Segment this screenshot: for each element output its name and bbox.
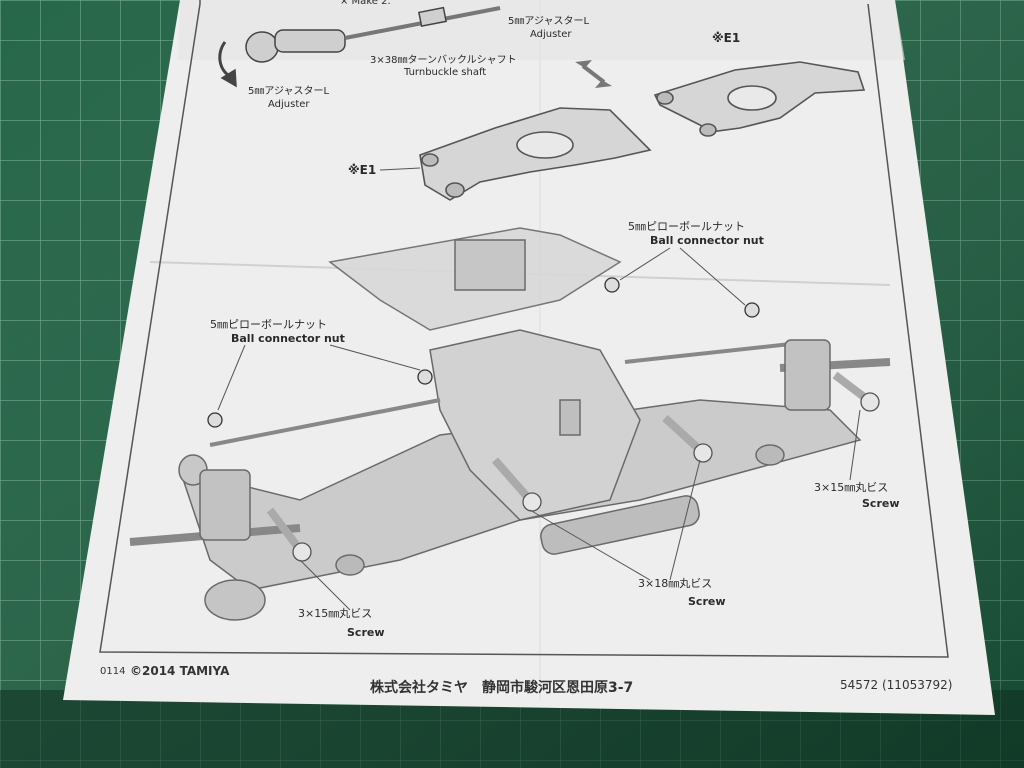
screw-left-en: Screw [347, 626, 385, 639]
screw-left-jp: 3×15㎜丸ビス [298, 607, 373, 620]
footer-company-address: 株式会社タミヤ 静岡市駿河区恩田原3-7 [370, 680, 634, 696]
swap-arrow [575, 60, 612, 88]
make-two-note: × Make 2. [340, 0, 391, 7]
adjuster-left-en: Adjuster [268, 99, 310, 110]
suspension-arm-left [419, 107, 652, 201]
suspension-arm-right [653, 61, 866, 137]
footer-code: 0114 [100, 666, 126, 677]
screw-mid-en: Screw [688, 595, 726, 608]
footer-part-number: 54572 (11053792) [840, 678, 953, 692]
leader-lines [217, 167, 861, 611]
adjuster-top-jp: 5㎜アジャスターL [508, 16, 590, 27]
ball-nut-left-jp: 5㎜ピローボールナット [210, 318, 327, 331]
adjuster-left-jp: 5㎜アジャスターL [248, 86, 330, 97]
ball-nut-right-jp: 5㎜ピローボールナット [628, 220, 745, 233]
adjuster-top-en: Adjuster [530, 29, 572, 40]
turnbuckle-en: Turnbuckle shaft [404, 67, 487, 78]
chassis-assembly-drawing [129, 227, 891, 621]
ball-nut-left-en: Ball connector nut [231, 332, 345, 345]
e1-label-right: ※E1 [712, 31, 741, 45]
screw-mid-jp: 3×18㎜丸ビス [638, 577, 713, 590]
screws [266, 371, 880, 562]
turnbuckle-drawing [218, 6, 501, 88]
screw-right-en: Screw [862, 497, 900, 510]
turnbuckle-jp: 3×38㎜ターンバックルシャフト [370, 55, 517, 66]
footer-copyright: ©2014 TAMIYA [130, 664, 230, 678]
ball-connector-nuts [207, 277, 760, 428]
ball-nut-right-en: Ball connector nut [650, 234, 764, 247]
e1-label-left: ※E1 [348, 163, 377, 177]
screw-right-jp: 3×15㎜丸ビス [814, 481, 889, 494]
